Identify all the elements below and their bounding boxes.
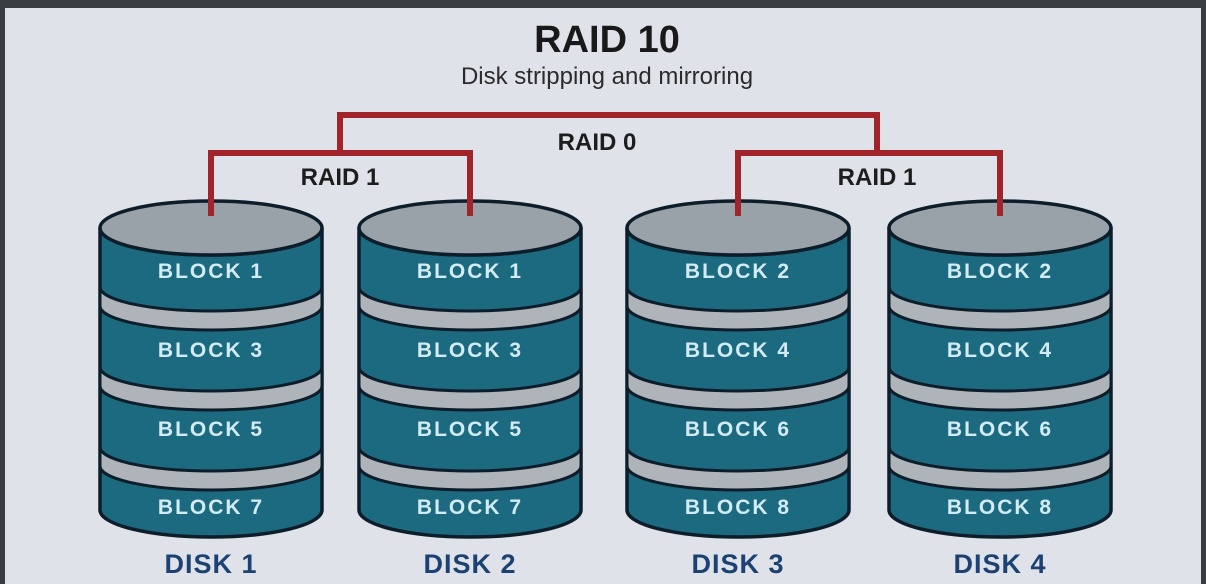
disk-2-rim-3 (357, 446, 583, 492)
disk-1: BLOCK 1 BLOCK 3 BLOCK 5 BLOCK 7 DISK 1 (98, 199, 324, 579)
disk-3-label: DISK 3 (691, 549, 784, 579)
page-subtitle: Disk stripping and mirroring (461, 63, 753, 90)
disk-1-block-4: BLOCK 7 (158, 496, 264, 519)
disk-2-rim-2 (357, 366, 583, 412)
disk-3-block-1: BLOCK 2 (685, 260, 791, 283)
disk-2-block-2: BLOCK 3 (417, 339, 523, 362)
disk-4-rim-2 (887, 366, 1113, 412)
disk-1-block-2: BLOCK 3 (158, 339, 264, 362)
disk-1-rim-1 (98, 286, 324, 332)
disk-2: BLOCK 1 BLOCK 3 BLOCK 5 BLOCK 7 DISK 2 (357, 199, 583, 579)
page-title: RAID 10 (534, 19, 680, 61)
disk-4: BLOCK 2 BLOCK 4 BLOCK 6 BLOCK 8 DISK 4 (887, 199, 1113, 579)
disk-3-block-2: BLOCK 4 (685, 339, 791, 362)
raid0-label: RAID 0 (558, 129, 637, 156)
connector-tree: RAID 0 RAID 1 RAID 1 (208, 112, 1003, 216)
disk-4-rim-1 (887, 286, 1113, 332)
disk-4-label: DISK 4 (953, 549, 1046, 579)
disk-2-block-1: BLOCK 1 (417, 260, 523, 283)
disk-3-block-3: BLOCK 6 (685, 418, 791, 441)
disk-4-block-3: BLOCK 6 (947, 418, 1053, 441)
raid1-right-label: RAID 1 (838, 164, 917, 191)
disk-1-rim-2 (98, 366, 324, 412)
disk-3-rim-2 (625, 366, 851, 412)
disk-2-label: DISK 2 (423, 549, 516, 579)
disk-1-block-1: BLOCK 1 (158, 260, 264, 283)
disk-1-label: DISK 1 (164, 549, 257, 579)
disk-3: BLOCK 2 BLOCK 4 BLOCK 6 BLOCK 8 DISK 3 (625, 199, 851, 579)
raid1-left-label: RAID 1 (301, 164, 380, 191)
disk-4-block-1: BLOCK 2 (947, 260, 1053, 283)
disk-2-block-4: BLOCK 7 (417, 496, 523, 519)
disk-2-block-3: BLOCK 5 (417, 418, 523, 441)
disk-1-rim-3 (98, 446, 324, 492)
disk-3-rim-3 (625, 446, 851, 492)
raid1-right-connector (735, 150, 1003, 216)
disk-2-rim-1 (357, 286, 583, 332)
disk-3-rim-1 (625, 286, 851, 332)
disk-4-block-2: BLOCK 4 (947, 339, 1053, 362)
raid0-connector (337, 112, 880, 156)
disk-1-block-3: BLOCK 5 (158, 418, 264, 441)
disk-4-block-4: BLOCK 8 (947, 496, 1053, 519)
disk-3-block-4: BLOCK 8 (685, 496, 791, 519)
disk-4-rim-3 (887, 446, 1113, 492)
